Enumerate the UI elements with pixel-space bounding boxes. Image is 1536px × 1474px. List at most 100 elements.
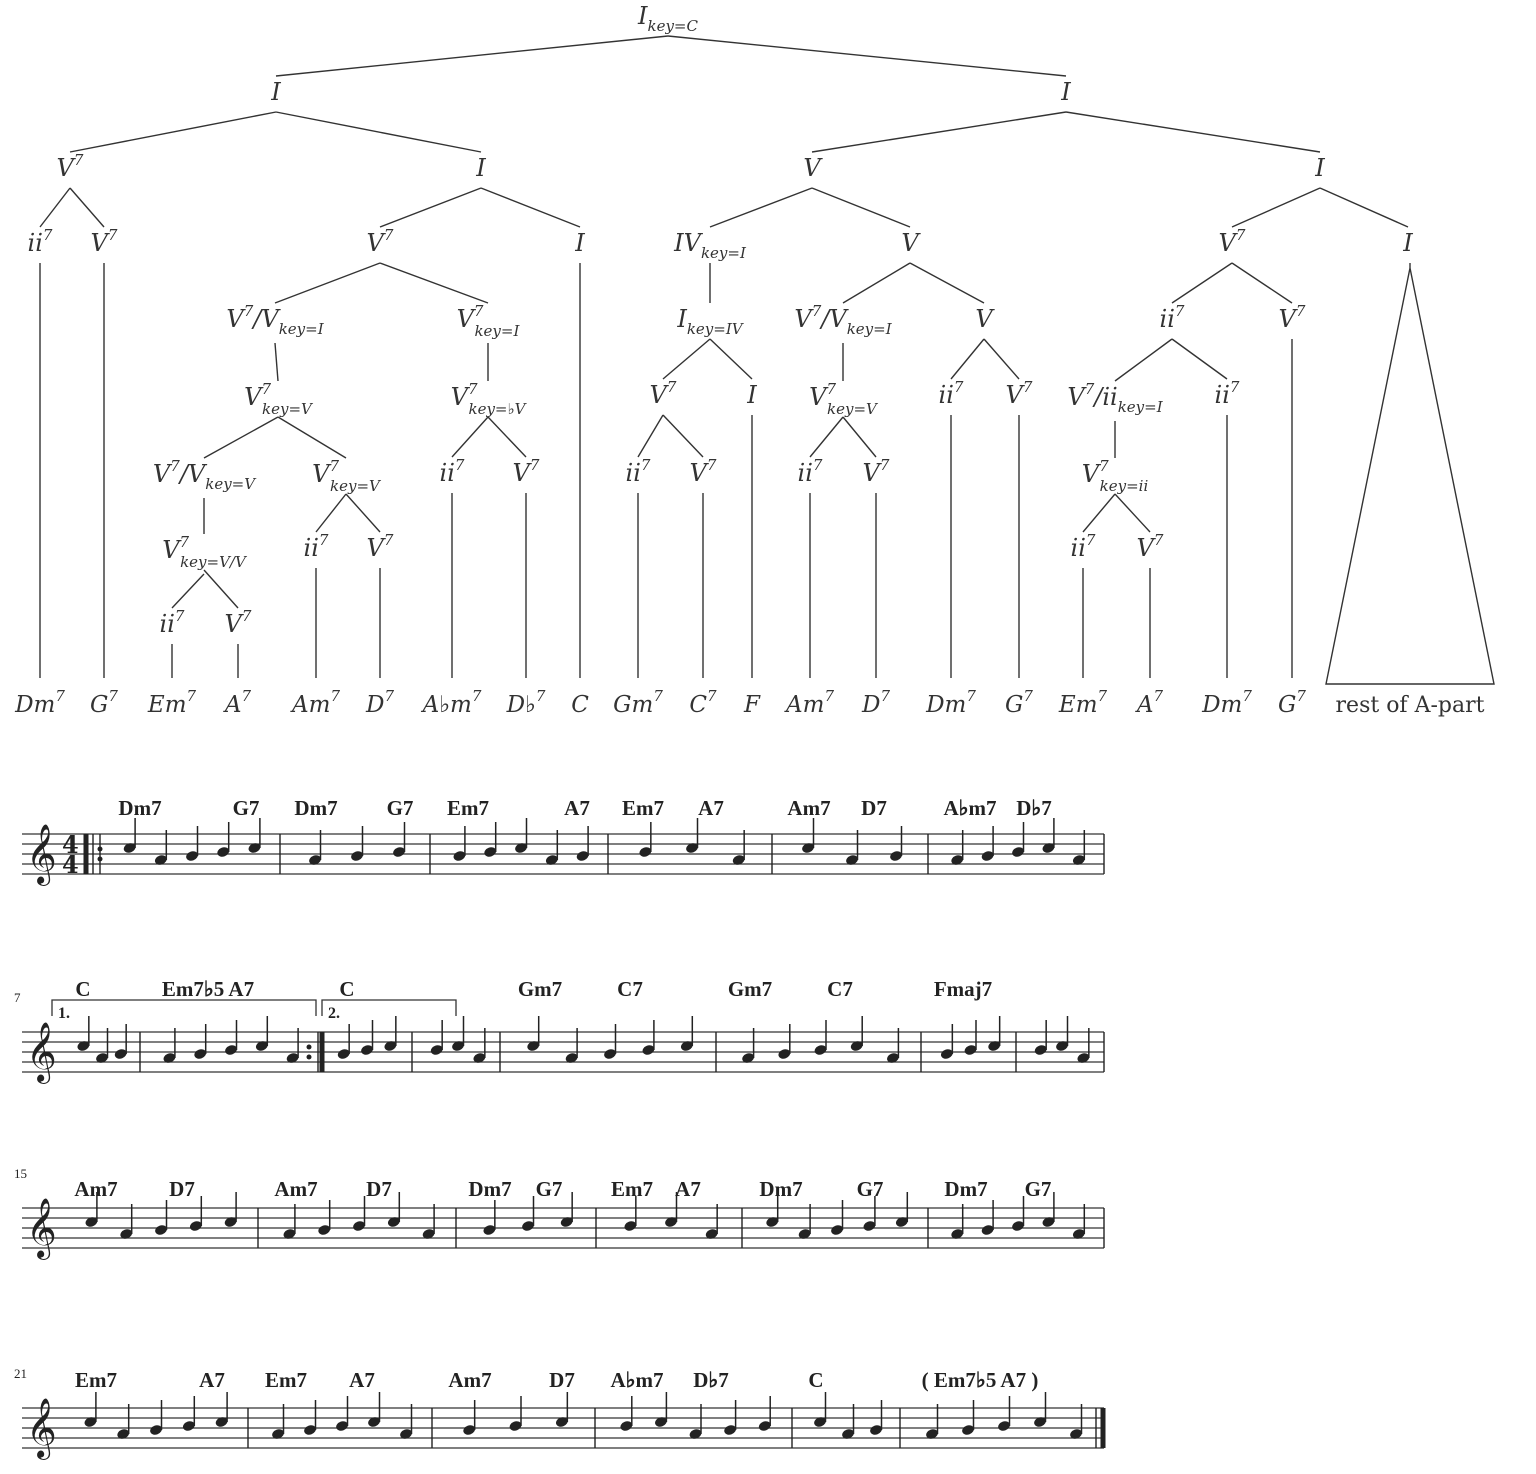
note-head — [255, 1041, 268, 1051]
tree-node-d4: I — [746, 381, 757, 409]
note-head — [951, 1229, 964, 1239]
note-head — [655, 1417, 667, 1427]
note-head — [620, 1421, 633, 1431]
chord-symbol: D♭7 — [1016, 796, 1052, 820]
chord-symbol: D7 — [861, 796, 887, 820]
note-head — [353, 1221, 365, 1231]
node-superscript: 7 — [1085, 380, 1095, 398]
node-base: I — [1060, 78, 1071, 106]
node-superscript: 7 — [1230, 378, 1240, 396]
note-head — [624, 1221, 637, 1231]
repeat-dot — [97, 856, 103, 862]
node-superscript: 7 — [74, 151, 84, 169]
note-head — [887, 1053, 899, 1063]
chord-symbol: C — [75, 977, 90, 1001]
tree-node-d3: V7 — [650, 378, 677, 409]
treble-clef-icon: 𝄞 — [26, 1398, 57, 1460]
chord-symbol: A7 — [564, 796, 590, 820]
note-head — [988, 1041, 1001, 1051]
node-superscript: 7 — [667, 378, 677, 396]
node-base: V — [863, 459, 883, 487]
node-base: ii — [1160, 305, 1175, 333]
note-head — [895, 1217, 908, 1227]
node-base: I — [637, 2, 648, 30]
note-head — [890, 851, 902, 861]
tree-edge — [709, 187, 813, 228]
note-head — [463, 1425, 476, 1435]
chord-symbol: Em7 — [447, 796, 489, 820]
tree-node-n2a2: V — [901, 229, 921, 257]
tree-node-root: Ikey=C — [637, 2, 698, 35]
node-base: V — [975, 305, 995, 333]
first-ending-label: 1. — [58, 1005, 70, 1022]
node-superscript: 7 — [170, 457, 180, 475]
note-head — [545, 855, 558, 865]
note-head — [387, 1217, 400, 1227]
time-signature-top: 4 — [62, 830, 79, 859]
note-head — [842, 1429, 854, 1439]
tree-node-c1: ii7 — [1160, 302, 1185, 333]
tree-node-e1: V7/Vkey=V — [153, 457, 257, 493]
note-head — [863, 1221, 876, 1231]
chord-symbol: D♭7 — [693, 1368, 729, 1392]
note-head — [336, 1421, 348, 1431]
node-base: V — [225, 610, 245, 638]
leaf-chord: Am7 — [290, 687, 340, 718]
node-subscript: key=V — [205, 475, 257, 493]
node-base: V — [803, 154, 823, 182]
note-head — [85, 1217, 98, 1227]
note-head — [225, 1045, 237, 1055]
tree-node-n1: I — [270, 78, 281, 106]
node-base: V — [367, 229, 387, 257]
chord-symbol: A♭m7 — [610, 1368, 663, 1392]
node-base: I — [1402, 229, 1413, 257]
tree-node-c2: V7 — [1279, 302, 1306, 333]
tree-edge — [171, 573, 205, 609]
chord-symbol: D7 — [366, 1177, 392, 1201]
node-superscript: 7 — [329, 457, 339, 475]
note-head — [527, 1041, 540, 1051]
node-subscript: key=I — [1118, 398, 1164, 416]
leaf-chord: Dm7 — [14, 687, 65, 718]
node-superscript: 7 — [1296, 302, 1306, 320]
note-head — [189, 1221, 202, 1231]
tree-edge — [662, 414, 704, 458]
tree-node-l1: ii7 — [28, 226, 53, 257]
tree-node-n2b: I — [1314, 154, 1325, 182]
chord-symbol: C — [808, 1368, 823, 1392]
note-head — [182, 1421, 195, 1431]
tree-node-n2: I — [1060, 78, 1071, 106]
note-head — [318, 1225, 331, 1235]
tree-edge — [315, 493, 347, 533]
tree-edge — [1231, 187, 1321, 228]
tree-node-n2b1: V7 — [1219, 226, 1246, 257]
note-head — [1042, 843, 1055, 853]
node-superscript: 7 — [1099, 457, 1109, 475]
node-base: I — [746, 381, 757, 409]
node-base: V — [1082, 460, 1102, 488]
note-head — [123, 843, 136, 853]
note-head — [560, 1217, 573, 1227]
note-head — [304, 1425, 316, 1435]
tree-edge — [274, 262, 381, 304]
tree-edge — [69, 111, 277, 153]
tree-edge — [667, 35, 1067, 77]
leaf-chord: D7 — [365, 687, 394, 718]
tree-node-n1b1: V7 — [367, 226, 394, 257]
node-subscript: key=V/V — [180, 553, 248, 571]
tree-edge — [709, 338, 753, 380]
note-head — [154, 855, 167, 865]
tree-edge — [451, 416, 489, 458]
tree-edge — [1114, 338, 1173, 382]
note-head — [1012, 1221, 1024, 1231]
node-base: ii — [160, 610, 175, 638]
node-superscript: 7 — [812, 302, 822, 320]
note-head — [1077, 1053, 1090, 1063]
node-base: ii — [304, 534, 319, 562]
leaf-chord: A♭m7 — [421, 687, 482, 718]
note-head — [309, 855, 321, 865]
